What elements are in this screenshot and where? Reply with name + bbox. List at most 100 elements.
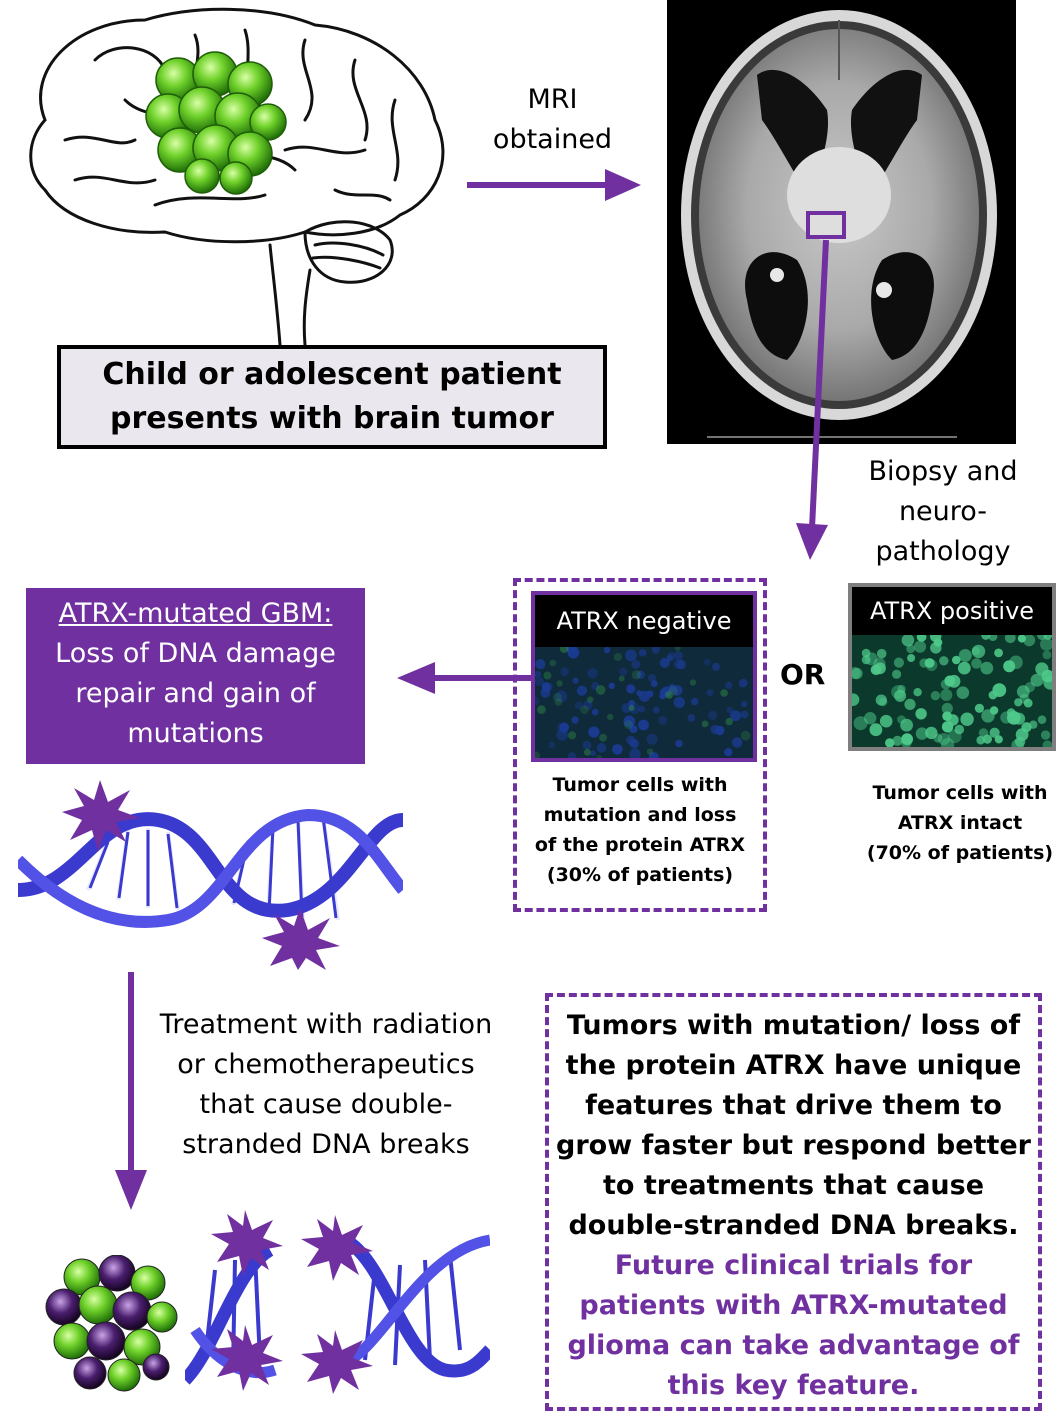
stained-nucleus (559, 647, 569, 653)
stained-nucleus (582, 740, 592, 750)
stained-nucleus (676, 659, 687, 670)
stained-nucleus (625, 649, 637, 662)
stained-nucleus (1015, 728, 1029, 741)
treatment-label-line-1: Treatment with radiation (159, 1009, 493, 1040)
stained-nucleus (689, 679, 697, 686)
stained-nucleus (543, 671, 552, 680)
stained-nucleus (628, 702, 641, 715)
stained-nucleus (619, 667, 628, 676)
stained-nucleus (981, 635, 991, 640)
stained-nucleus (893, 657, 904, 668)
mri-label-line-2: obtained (492, 124, 613, 155)
stained-nucleus (674, 647, 681, 651)
conclusion-line-4: grow faster but respond better (556, 1130, 1031, 1161)
stained-nucleus (638, 705, 646, 713)
stained-nucleus (982, 734, 992, 744)
stained-nucleus (596, 754, 603, 758)
patient-box-line-2: presents with brain tumor (110, 401, 554, 436)
conclusion-future-line-4: this key feature. (667, 1370, 920, 1401)
stained-nucleus (568, 731, 577, 740)
mri-scan-image (667, 0, 1016, 444)
stained-nucleus (878, 697, 888, 707)
stained-nucleus (1009, 655, 1023, 670)
stained-nucleus (869, 723, 883, 737)
arrow-to-biopsy (796, 239, 829, 560)
stained-nucleus (567, 752, 577, 758)
stained-nucleus (668, 684, 677, 692)
stained-nucleus (852, 693, 860, 706)
stained-nucleus (1017, 635, 1026, 643)
stained-nucleus (583, 700, 593, 710)
stained-nucleus (658, 715, 668, 725)
stained-nucleus (994, 735, 1003, 744)
stained-nucleus (730, 710, 741, 722)
stained-nucleus (956, 686, 970, 699)
stained-nucleus (638, 690, 651, 702)
biopsy-label: Biopsy and neuro- pathology (858, 452, 1028, 572)
stained-nucleus (915, 708, 927, 720)
stained-nucleus (675, 739, 683, 748)
stained-nucleus (1023, 635, 1036, 647)
stained-nucleus (646, 748, 654, 755)
stained-nucleus (628, 705, 635, 711)
stained-nucleus (636, 670, 645, 679)
stained-nucleus (712, 662, 720, 671)
stained-nucleus (724, 748, 733, 757)
stained-nucleus (673, 651, 683, 660)
stained-nucleus (731, 737, 743, 748)
stained-nucleus (957, 661, 971, 675)
stained-nucleus (852, 667, 861, 680)
stained-nucleus (559, 722, 569, 733)
gbm-box-title: ATRX-mutated GBM: (58, 598, 333, 629)
stained-nucleus (556, 680, 563, 687)
atrx-mutated-gbm-box: ATRX-mutated GBM: Loss of DNA damage rep… (26, 588, 365, 764)
stained-nucleus (852, 667, 863, 680)
stained-nucleus (1040, 730, 1051, 740)
atrx-positive-caption: Tumor cells with ATRX intact (70% of pat… (860, 778, 1056, 868)
conclusion-future-line-1: Future clinical trials for (614, 1250, 973, 1281)
stained-nucleus (537, 705, 546, 714)
mri-biopsy-region-marker (806, 211, 846, 239)
stained-nucleus (599, 733, 607, 742)
stained-nucleus (560, 667, 569, 677)
stained-nucleus (1023, 698, 1033, 708)
atrx-negative-caption-line-4: (30% of patients) (546, 864, 734, 886)
atrx-negative-caption-line-3: of the protein ATRX (534, 834, 746, 856)
stained-nucleus (976, 735, 985, 745)
stained-nucleus (612, 744, 623, 755)
stained-nucleus (726, 706, 734, 714)
stained-nucleus (954, 724, 965, 735)
gbm-box-line-3: mutations (127, 718, 264, 749)
treatment-label-line-2: or chemotherapeutics (177, 1049, 475, 1080)
stained-nucleus (944, 675, 956, 687)
stained-nucleus (1030, 673, 1044, 687)
stained-nucleus (668, 686, 678, 696)
stained-nucleus (919, 658, 929, 668)
atrx-negative-frame (513, 578, 767, 912)
stained-nucleus (624, 720, 633, 730)
stained-nucleus (941, 721, 954, 733)
conclusion-future-line-2: patients with ATRX-mutated (579, 1290, 1008, 1321)
stained-nucleus (885, 738, 895, 747)
atrx-negative-label: ATRX negative (535, 595, 753, 647)
stained-nucleus (879, 714, 893, 728)
stained-nucleus (535, 696, 540, 706)
stained-nucleus (892, 735, 903, 746)
atrx-positive-label: ATRX positive (852, 587, 1052, 635)
conclusion-box: Tumors with mutation/ loss of the protei… (545, 993, 1042, 1411)
stained-nucleus (941, 702, 953, 715)
stained-nucleus (583, 748, 591, 756)
stained-nucleus (861, 655, 871, 665)
stained-nucleus (937, 733, 950, 745)
stained-nucleus (876, 648, 887, 659)
conclusion-line-2: the protein ATRX have unique (565, 1050, 1022, 1081)
arrow-to-mri (467, 169, 641, 201)
stained-nucleus (989, 727, 1000, 738)
stained-nucleus (940, 689, 953, 701)
stained-nucleus (708, 710, 718, 720)
stained-nucleus (988, 635, 998, 641)
stained-nucleus (853, 716, 868, 731)
stained-nucleus (873, 657, 886, 670)
stained-nucleus (691, 697, 699, 706)
stained-nucleus (913, 688, 922, 697)
